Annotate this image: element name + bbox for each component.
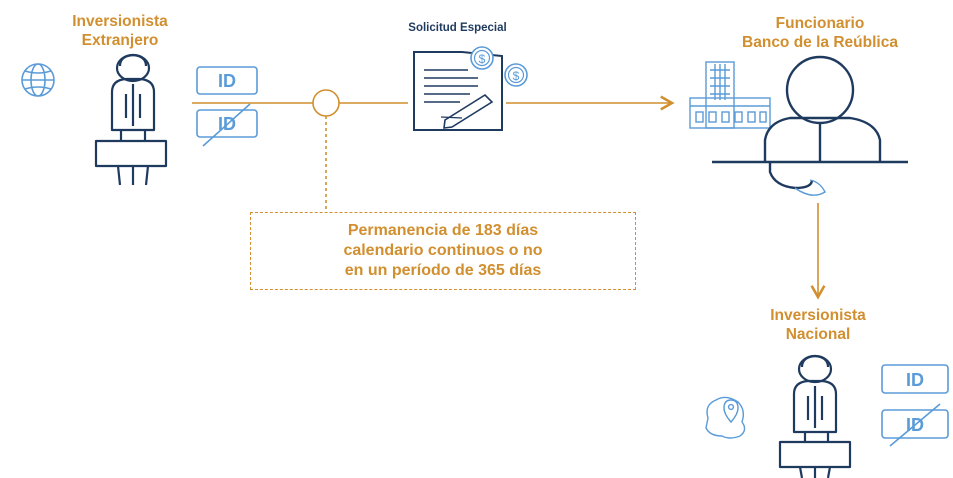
coin-symbol: $ xyxy=(479,52,486,66)
id-badge-label: ID xyxy=(218,71,236,91)
foreign-investor-title-line2: Extranjero xyxy=(81,32,159,49)
national-investor-person-icon xyxy=(778,354,852,478)
id-badge: ID xyxy=(196,66,258,95)
coin-symbol: $ xyxy=(513,69,520,83)
coin-icon: $ xyxy=(470,46,494,70)
coin-icon: $ xyxy=(504,63,528,87)
junction-node xyxy=(312,89,340,117)
id-badge-crossed: ID xyxy=(881,403,949,447)
id-badge-label: ID xyxy=(906,370,924,390)
national-investor-title-line1: Inversionista xyxy=(770,307,866,324)
official-title-line1: Funcionario xyxy=(775,15,865,32)
residence-note-line2: calendario continuos o no xyxy=(343,242,543,259)
bank-building-icon xyxy=(689,61,771,129)
globe-icon xyxy=(21,63,55,97)
official-title-line2: Banco de la Reública xyxy=(742,34,898,51)
foreign-investor-title-line1: Inversionista xyxy=(72,13,168,30)
special-request-title: Solicitud Especial xyxy=(408,22,507,34)
document-icon xyxy=(413,51,503,131)
foreign-investor-person-icon xyxy=(94,53,168,186)
residence-note-line3: en un período de 365 días xyxy=(344,262,542,279)
residence-requirement-note: Permanencia de 183 días calendario conti… xyxy=(250,212,636,290)
id-badge-crossed: ID xyxy=(196,103,258,147)
national-investor-title: Inversionista Nacional xyxy=(738,306,898,344)
official-title: Funcionario Banco de la Reública xyxy=(690,14,950,52)
residence-note-line1: Permanencia de 183 días xyxy=(347,222,539,239)
id-badge: ID xyxy=(881,364,949,394)
map-location-icon xyxy=(705,396,746,439)
national-investor-title-line2: Nacional xyxy=(785,326,851,343)
foreign-investor-title: Inversionista Extranjero xyxy=(40,12,200,50)
official-hand-icon xyxy=(794,179,826,196)
official-person-icon xyxy=(712,55,908,190)
